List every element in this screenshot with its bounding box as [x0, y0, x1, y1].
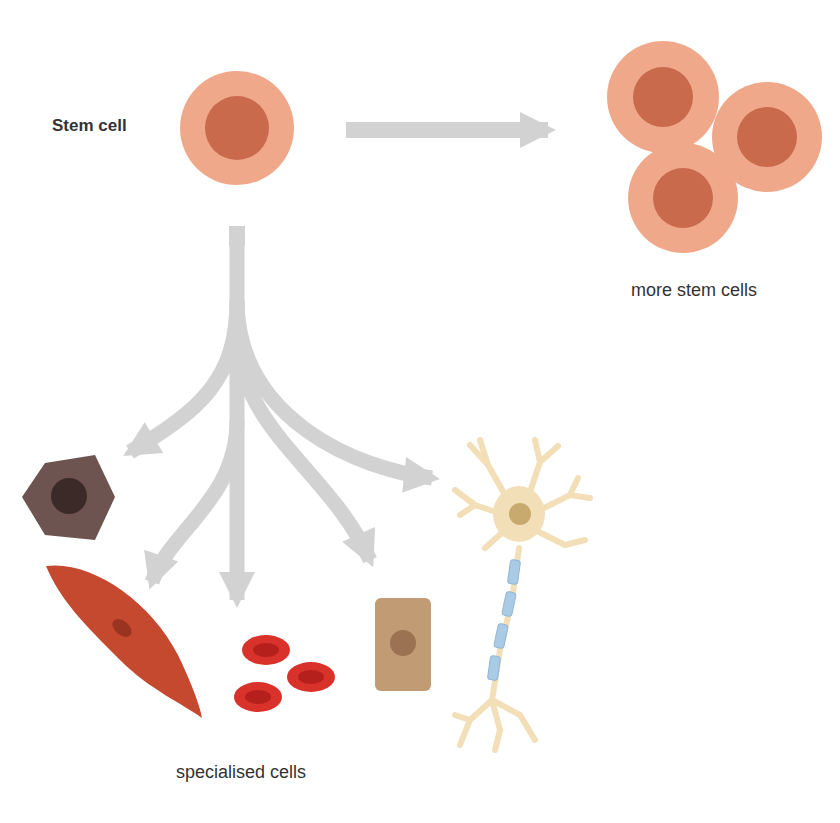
red-blood-cells [234, 635, 335, 712]
arrow-trunk [229, 226, 245, 246]
epithelial-cell [375, 598, 431, 691]
differentiation-arrows [130, 226, 432, 600]
muscle-cell [46, 565, 202, 718]
self-renewal-arrow [346, 122, 548, 138]
stem-cell-group [607, 41, 822, 253]
stem-cell-label: Stem cell [52, 116, 127, 136]
group-label: more stem cells [631, 280, 757, 301]
hexagonal-cell [22, 455, 115, 540]
neuron [455, 440, 590, 750]
group-label: specialised cells [176, 762, 306, 783]
stem-cell [180, 71, 294, 185]
